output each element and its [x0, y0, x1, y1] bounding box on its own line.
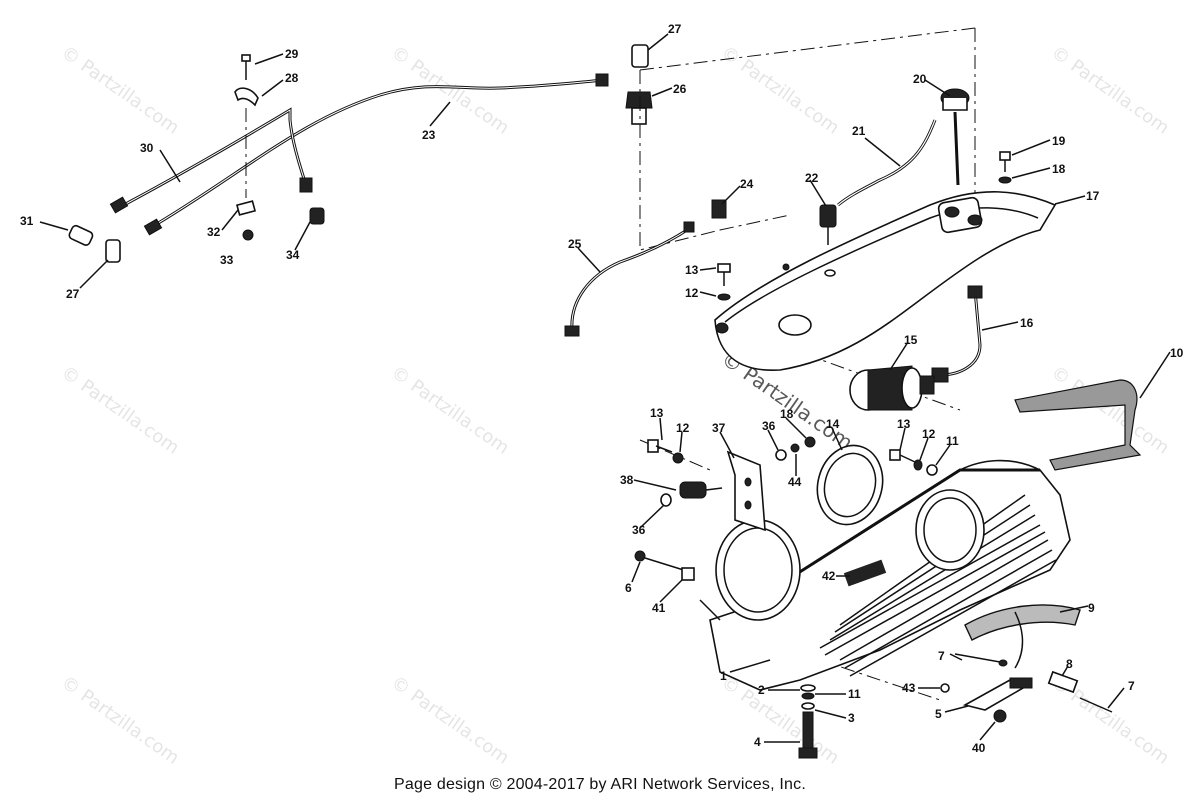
part-label[interactable]: 13: [897, 417, 911, 431]
screen-42: [843, 559, 887, 587]
part-labels: 29 28 30 23 27 26 31 32 33 34 27 20 21 1…: [20, 22, 1184, 755]
bracket-5: [940, 653, 1113, 723]
watermark: © Partzilla.com: [717, 42, 843, 139]
part-label[interactable]: 13: [650, 406, 664, 420]
watermarks: © Partzilla.com © Partzilla.com © Partzi…: [57, 42, 1173, 769]
part-label[interactable]: 18: [1052, 162, 1066, 176]
seal-14: [816, 444, 884, 526]
part-label[interactable]: 26: [673, 82, 687, 96]
clamp-28: [234, 87, 259, 107]
bolt-13-left: [647, 439, 684, 464]
part-label[interactable]: 11: [848, 687, 861, 701]
tank-opening-right: [915, 489, 985, 571]
part-label[interactable]: 14: [826, 417, 840, 431]
part-label[interactable]: 28: [285, 71, 299, 85]
bolt-29: [241, 54, 251, 62]
part-label[interactable]: 7: [1128, 679, 1135, 693]
part-label[interactable]: 31: [20, 214, 34, 228]
part-label[interactable]: 24: [740, 177, 754, 191]
part-label[interactable]: 30: [140, 141, 154, 155]
line-25: [564, 199, 727, 337]
clip-41: [681, 567, 695, 581]
part-label[interactable]: 1: [720, 669, 727, 683]
part-label[interactable]: 27: [66, 287, 80, 301]
fitting-27-left: [105, 239, 121, 263]
part-label[interactable]: 38: [620, 473, 634, 487]
tank-opening-left: [715, 519, 801, 621]
nut-plate-32: [235, 200, 257, 216]
part-label[interactable]: 25: [568, 237, 582, 251]
part-label[interactable]: 37: [712, 421, 726, 435]
filler-cap-20: [940, 88, 970, 186]
part-label[interactable]: 29: [285, 47, 299, 61]
leader-lines: [39, 33, 1171, 743]
filter-15: [849, 365, 935, 411]
part-label[interactable]: 12: [922, 427, 936, 441]
part-label[interactable]: 22: [805, 171, 819, 185]
part-label[interactable]: 2: [758, 683, 765, 697]
watermark: © Partzilla.com: [387, 362, 513, 459]
part-label[interactable]: 23: [422, 128, 436, 142]
part-label[interactable]: 4: [754, 735, 761, 749]
part-label[interactable]: 6: [625, 581, 632, 595]
part-label[interactable]: 8: [1066, 657, 1073, 671]
bracket-37: [726, 450, 766, 532]
part-label[interactable]: 32: [207, 225, 221, 239]
watermark: © Partzilla.com: [57, 42, 183, 139]
oil-tank-body-1: [699, 459, 1071, 691]
footer-copyright: Page design © 2004-2017 by ARI Network S…: [394, 776, 806, 793]
watermark: © Partzilla.com: [57, 672, 183, 769]
watermark: © Partzilla.com: [57, 362, 183, 459]
part-label[interactable]: 12: [676, 421, 690, 435]
part-label[interactable]: 17: [1086, 189, 1100, 203]
part-label[interactable]: 10: [1170, 346, 1184, 360]
part-label[interactable]: 21: [852, 124, 866, 138]
shield-9: [964, 604, 1081, 641]
bolt-13-right: [889, 449, 938, 476]
fitting-31: [68, 224, 94, 246]
drain-plug-4: [798, 684, 818, 759]
bolt-6: [634, 550, 695, 581]
part-label[interactable]: 27: [668, 22, 682, 36]
sender-26: [625, 91, 653, 109]
part-label[interactable]: 34: [286, 248, 300, 262]
part-label[interactable]: 42: [822, 569, 836, 583]
nut-34: [309, 207, 325, 225]
part-label[interactable]: 33: [220, 253, 234, 267]
bolt-19: [998, 151, 1012, 184]
part-label[interactable]: 5: [935, 707, 942, 721]
part-label[interactable]: 44: [788, 475, 802, 489]
part-label[interactable]: 41: [652, 601, 666, 615]
part-label[interactable]: 7: [938, 649, 945, 663]
part-label[interactable]: 36: [762, 419, 776, 433]
bolt-13-upper: [717, 263, 731, 301]
tank-cover-17: [714, 191, 1057, 371]
part-label[interactable]: 16: [1020, 316, 1034, 330]
nut-33: [242, 229, 254, 241]
gasket-10: [1014, 379, 1142, 471]
part-label[interactable]: 12: [685, 286, 699, 300]
part-label[interactable]: 36: [632, 523, 646, 537]
part-label[interactable]: 11: [946, 434, 959, 448]
part-label[interactable]: 9: [1088, 601, 1095, 615]
part-label[interactable]: 18: [780, 407, 794, 421]
mount-38: [660, 481, 723, 507]
part-label[interactable]: 20: [913, 72, 927, 86]
part-label[interactable]: 19: [1052, 134, 1066, 148]
part-label[interactable]: 3: [848, 711, 855, 725]
part-label[interactable]: 40: [972, 741, 986, 755]
part-label[interactable]: 13: [685, 263, 699, 277]
line-16: [931, 285, 983, 383]
watermark: © Partzilla.com: [717, 672, 843, 769]
fitting-22: [819, 204, 837, 245]
part-label[interactable]: 43: [902, 681, 916, 695]
watermark: © Partzilla.com: [1047, 42, 1173, 139]
part-label[interactable]: 15: [904, 333, 918, 347]
oil-line-assembly: [68, 44, 653, 263]
watermark: © Partzilla.com: [387, 672, 513, 769]
fitting-27-top: [631, 44, 649, 68]
